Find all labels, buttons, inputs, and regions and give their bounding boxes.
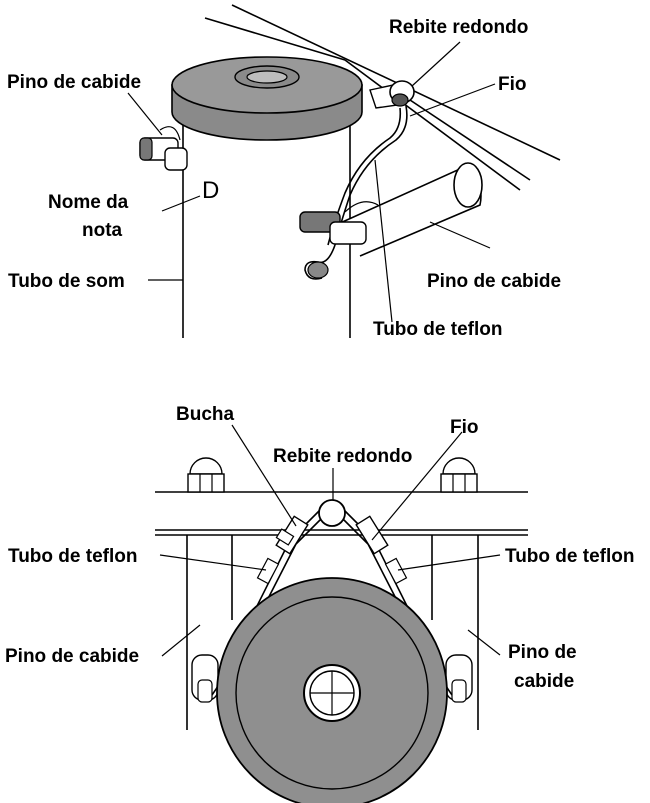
bottom-leaders [159, 424, 501, 657]
label-fio-bottom: Fio [450, 417, 479, 438]
cap-nut-left [187, 457, 225, 493]
resonator-front [216, 577, 448, 803]
label-rebite-redondo-bottom: Rebite redondo [273, 446, 412, 467]
top-diagram: D [7, 4, 561, 340]
frame-posts [186, 535, 479, 730]
hanger-pin-left [139, 126, 188, 171]
tube-cap [171, 56, 363, 141]
label-fio-top: Fio [498, 74, 527, 95]
teflon-tube-left-bottom [256, 557, 280, 585]
label-nome-da-nota-1: Nome da [48, 192, 129, 213]
top-leaders [127, 41, 496, 323]
label-pino-de-cabide-right: Pino de cabide [427, 271, 561, 292]
label-tubo-de-teflon-top: Tubo de teflon [373, 319, 502, 340]
bushing-left [275, 515, 309, 555]
label-pino-de-cabide-left: Pino de cabide [7, 72, 141, 93]
round-rivet-bottom [318, 499, 346, 527]
label-bucha: Bucha [176, 404, 235, 425]
note-letter: D [202, 177, 219, 204]
label-rebite-redondo-top: Rebite redondo [389, 17, 528, 38]
teflon-tube-right-bottom [384, 557, 408, 585]
hanger-pin-bottom-left [191, 654, 219, 703]
hanger-pin-bottom-right [445, 654, 473, 703]
label-pino-de-cabide-bottom-right-2: cabide [514, 671, 574, 692]
label-pino-de-cabide-bottom-left: Pino de cabide [5, 646, 139, 667]
hanger-pin-right [299, 162, 483, 257]
label-tubo-de-som: Tubo de som [8, 271, 125, 292]
label-tubo-de-teflon-left: Tubo de teflon [8, 546, 137, 567]
frame-rails [204, 4, 561, 191]
label-tubo-de-teflon-right: Tubo de teflon [505, 546, 634, 567]
bottom-diagram: Bucha Fio Rebite redondo Tubo de teflon … [5, 404, 634, 803]
label-nome-da-nota-2: nota [82, 220, 123, 241]
label-pino-de-cabide-bottom-right-1: Pino de [508, 642, 577, 663]
bushing-right [355, 515, 389, 555]
cap-nut-right [440, 457, 478, 493]
round-rivet-top [369, 80, 415, 109]
